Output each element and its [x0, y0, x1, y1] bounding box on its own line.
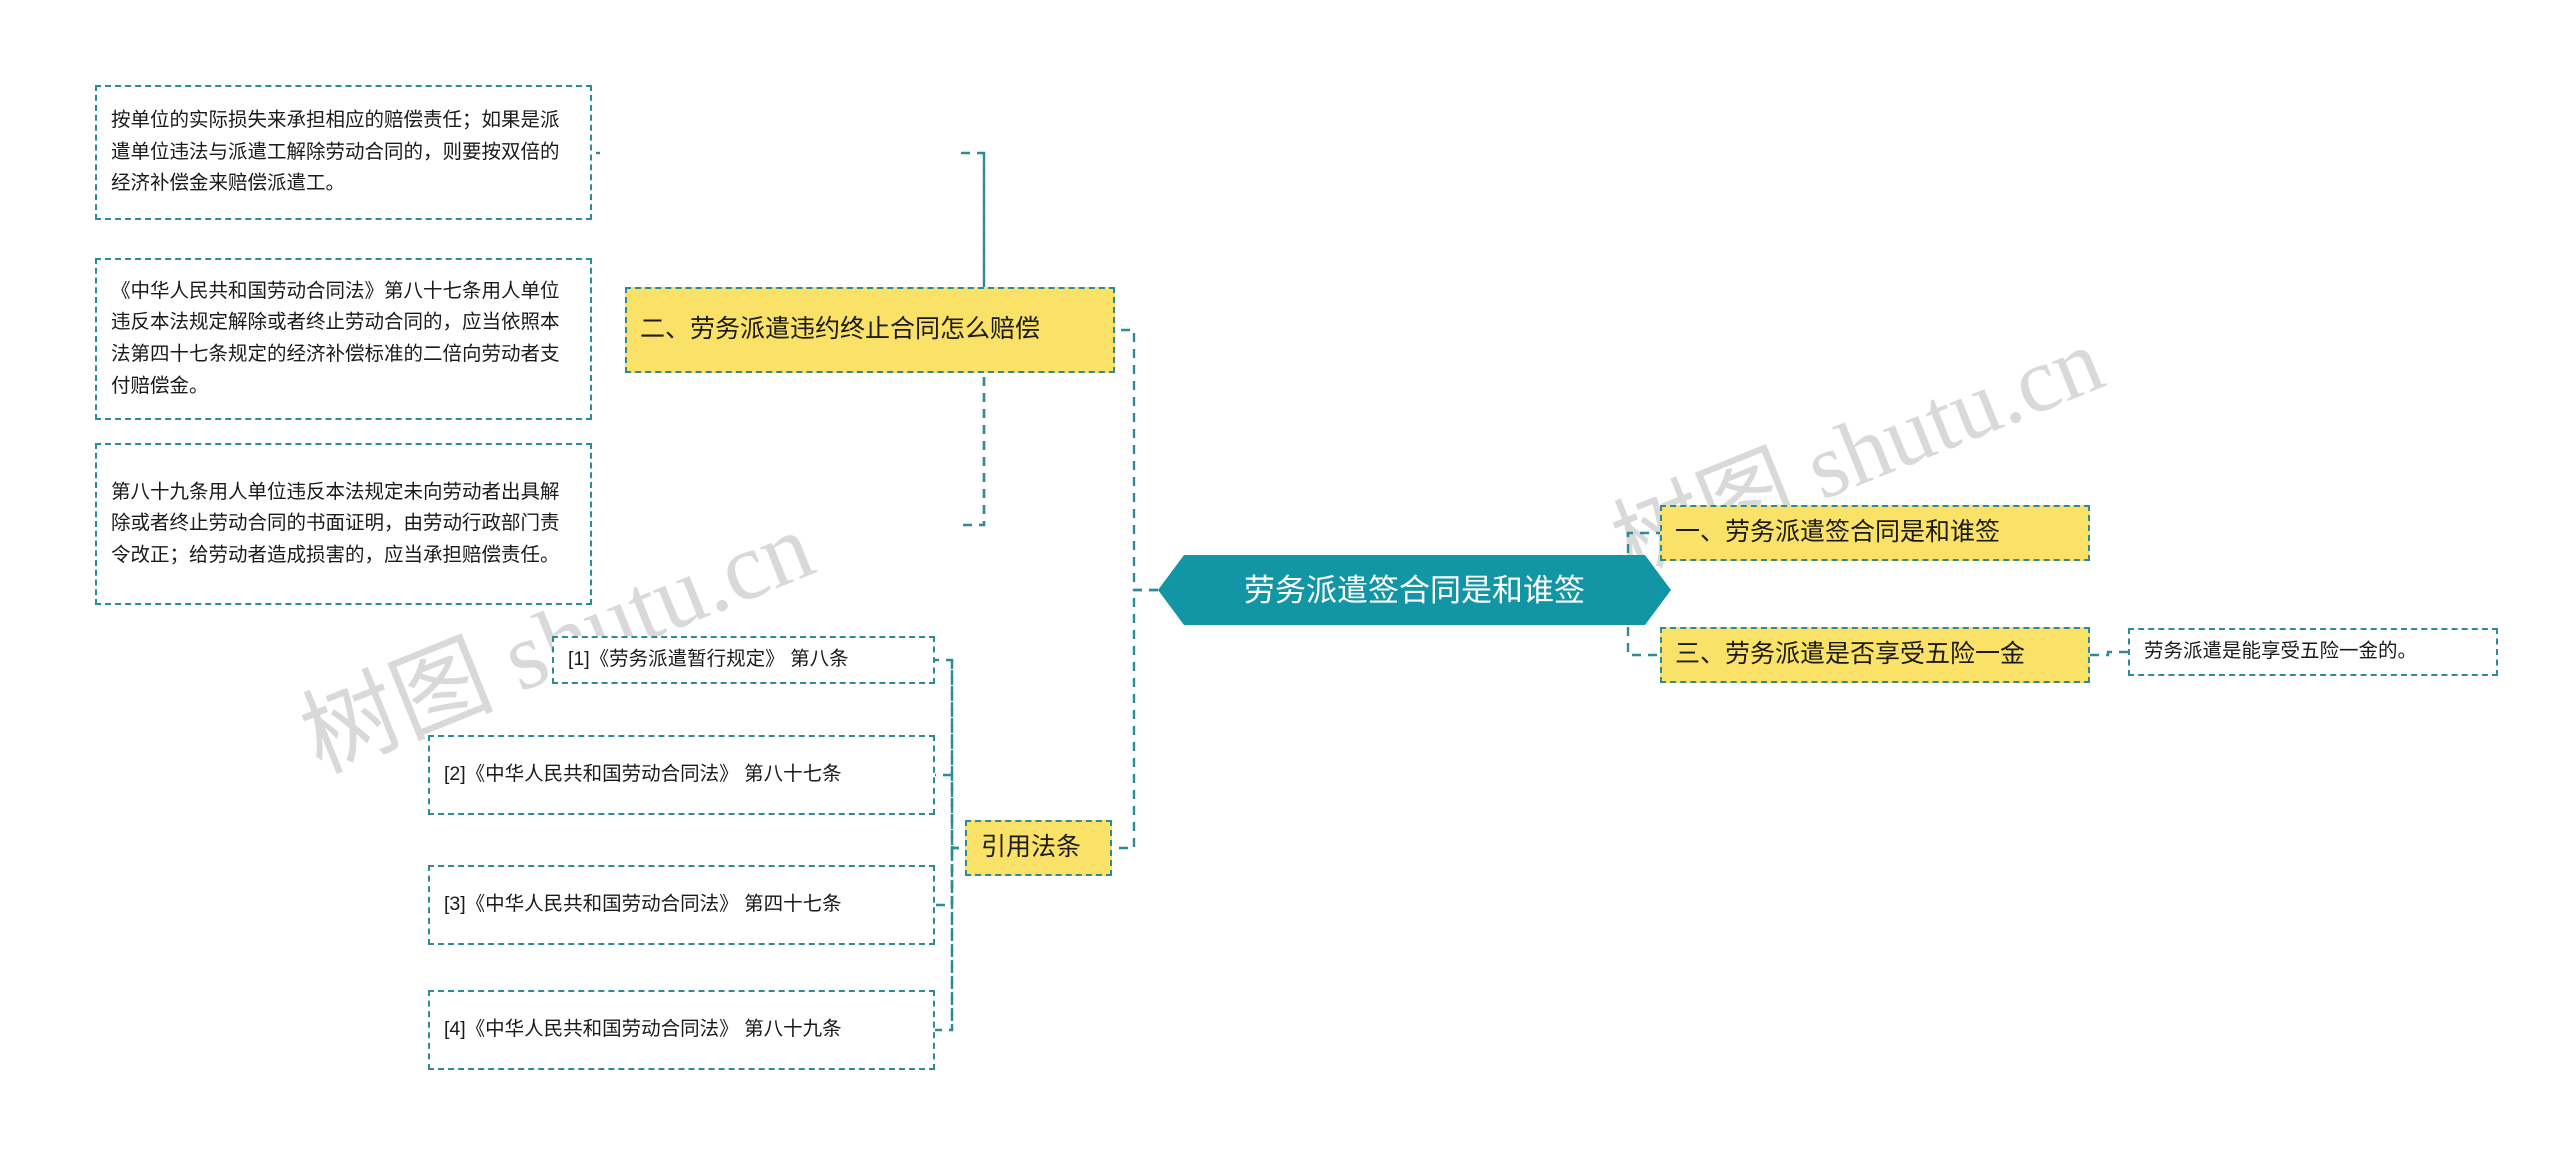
leaf-left-1-1[interactable]: 按单位的实际损失来承担相应的赔偿责任；如果是派遣单位违法与派遣工解除劳动合同的，…: [95, 85, 592, 220]
center-node-label: 劳务派遣签合同是和谁签: [1244, 572, 1585, 608]
leaf-left-2-3-label: [3]《中华人民共和国劳动合同法》 第四十七条: [444, 893, 842, 916]
leaf-left-2-2[interactable]: [2]《中华人民共和国劳动合同法》 第八十七条: [428, 735, 935, 815]
topic-left-1[interactable]: 二、劳务派遣违约终止合同怎么赔偿: [625, 287, 1115, 373]
leaf-left-1-2-label: 《中华人民共和国劳动合同法》第八十七条用人单位违反本法规定解除或者终止劳动合同的…: [111, 279, 560, 397]
leaf-right-2-1-label: 劳务派遣是能享受五险一金的。: [2144, 640, 2418, 663]
topic-right-1-label: 一、劳务派遣签合同是和谁签: [1675, 518, 2001, 547]
leaf-left-2-1-label: [1]《劳务派遣暂行规定》 第八条: [568, 648, 849, 671]
leaf-left-2-3[interactable]: [3]《中华人民共和国劳动合同法》 第四十七条: [428, 865, 935, 945]
leaf-left-2-1[interactable]: [1]《劳务派遣暂行规定》 第八条: [552, 636, 935, 684]
leaf-right-2-1[interactable]: 劳务派遣是能享受五险一金的。: [2128, 628, 2498, 676]
topic-left-2[interactable]: 引用法条: [965, 820, 1112, 876]
leaf-left-2-4-label: [4]《中华人民共和国劳动合同法》 第八十九条: [444, 1018, 842, 1041]
leaf-left-1-1-label: 按单位的实际损失来承担相应的赔偿责任；如果是派遣单位违法与派遣工解除劳动合同的，…: [111, 109, 560, 195]
topic-left-1-label: 二、劳务派遣违约终止合同怎么赔偿: [640, 315, 1041, 344]
topic-right-2[interactable]: 三、劳务派遣是否享受五险一金: [1660, 627, 2090, 683]
leaf-left-1-3-label: 第八十九条用人单位违反本法规定未向劳动者出具解除或者终止劳动合同的书面证明，由劳…: [111, 480, 560, 566]
leaf-left-1-3[interactable]: 第八十九条用人单位违反本法规定未向劳动者出具解除或者终止劳动合同的书面证明，由劳…: [95, 443, 592, 605]
topic-left-2-label: 引用法条: [981, 833, 1082, 862]
leaf-left-2-2-label: [2]《中华人民共和国劳动合同法》 第八十七条: [444, 763, 842, 786]
leaf-left-1-2[interactable]: 《中华人民共和国劳动合同法》第八十七条用人单位违反本法规定解除或者终止劳动合同的…: [95, 258, 592, 420]
center-node[interactable]: 劳务派遣签合同是和谁签: [1158, 555, 1671, 625]
topic-right-2-label: 三、劳务派遣是否享受五险一金: [1675, 640, 2026, 669]
leaf-left-2-4[interactable]: [4]《中华人民共和国劳动合同法》 第八十九条: [428, 990, 935, 1070]
topic-right-1[interactable]: 一、劳务派遣签合同是和谁签: [1660, 505, 2090, 561]
